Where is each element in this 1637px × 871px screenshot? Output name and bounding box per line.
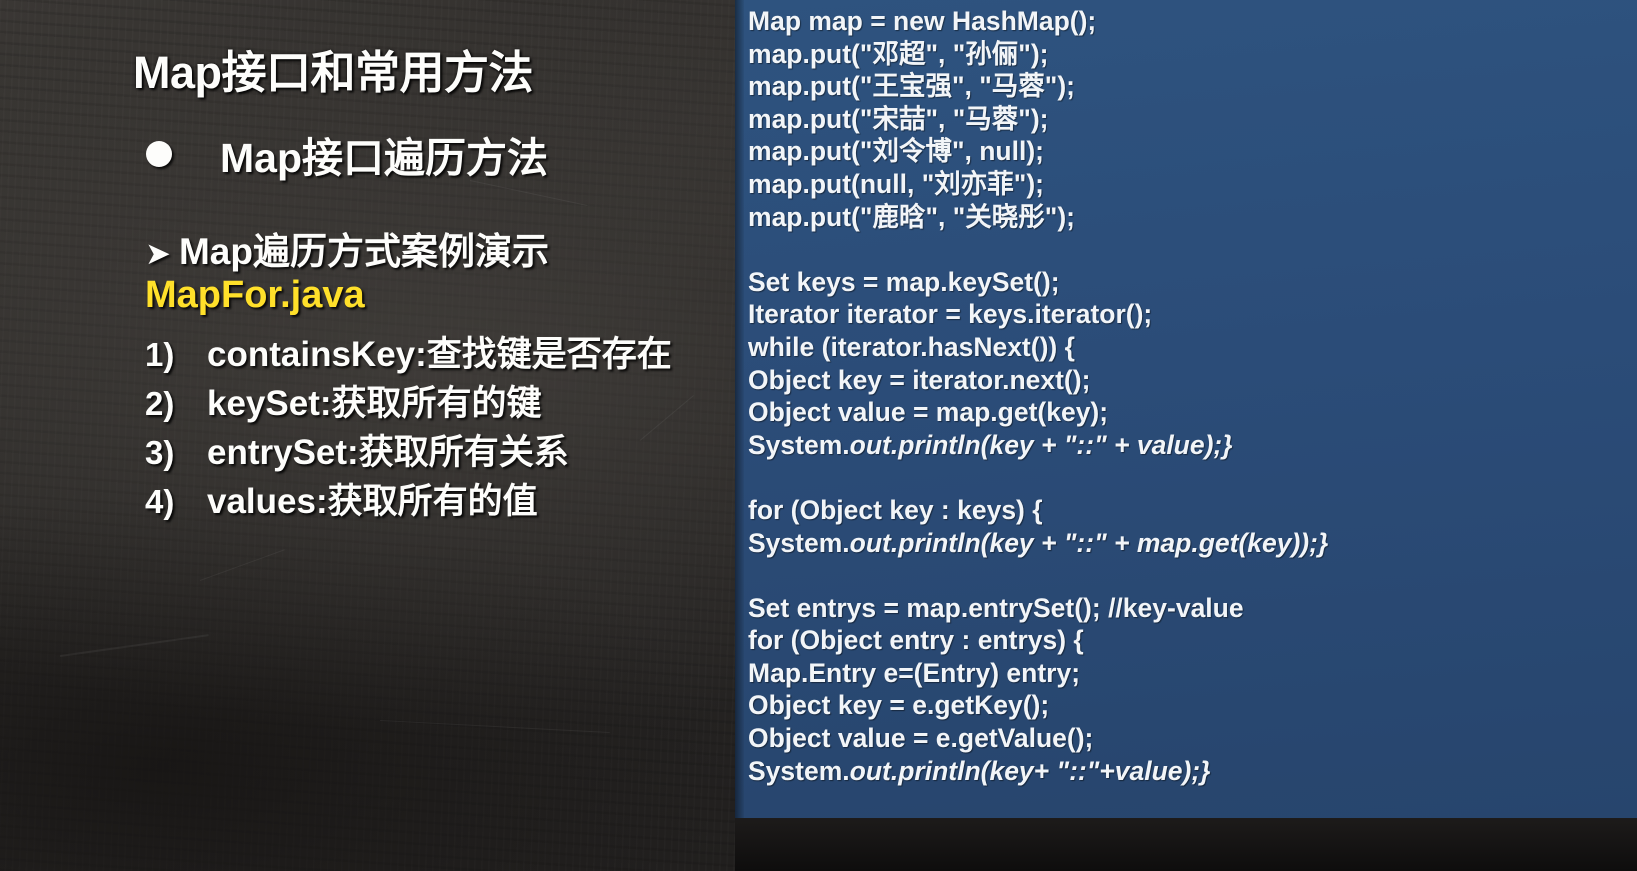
- list-item-label: entrySet:获取所有关系: [207, 433, 569, 472]
- code-line-text: System.: [748, 527, 850, 558]
- code-line: System.out.println(key + "::" + map.get(…: [748, 527, 1637, 560]
- list-item-marker: 2): [145, 385, 175, 422]
- code-line: map.put("王宝强", "马蓉");: [748, 71, 1076, 102]
- code-line: Object value = map.get(key);: [748, 397, 1109, 428]
- list-item: 4) values:获取所有的值: [145, 473, 745, 521]
- arrow-bullet-icon: ➤: [145, 236, 171, 271]
- code-block: Map map = new HashMap();map.put("邓超", "孙…: [748, 5, 1637, 787]
- code-line: map.put("刘令博", null);: [748, 136, 1044, 167]
- code-line: Map map = new HashMap();: [748, 6, 1097, 36]
- bullet-item: Map接口遍历方法: [146, 124, 548, 184]
- sub-bullet-label: Map遍历方式案例演示: [178, 231, 549, 272]
- slide-left-content: Map接口和常用方法 Map接口遍历方法 ➤ Map遍历方式案例演示 MapFo…: [0, 0, 735, 871]
- sub-bullet-item: ➤ Map遍历方式案例演示: [145, 221, 549, 275]
- list-item-marker: 3): [145, 434, 175, 471]
- bullet-item-label: Map接口遍历方法: [220, 135, 548, 181]
- code-line: [748, 461, 1637, 494]
- code-line: for (Object entry : entrys) {: [748, 625, 1084, 656]
- list-item: 2) keySet:获取所有的键: [145, 375, 745, 423]
- code-line-italic-text: out.println(key+ "::"+value);}: [849, 755, 1211, 786]
- bottom-dark-strip: [735, 818, 1637, 871]
- list-item-label: values:获取所有的值: [207, 482, 538, 521]
- list-item: 3) entrySet:获取所有关系: [145, 424, 745, 472]
- code-line: Map.Entry e=(Entry) entry;: [748, 657, 1081, 688]
- code-line: map.put("鹿晗", "关晓彤");: [748, 201, 1076, 232]
- page-title: Map接口和常用方法: [133, 47, 534, 98]
- list-item-label: keySet:获取所有的键: [207, 384, 542, 423]
- code-line: Set keys = map.keySet();: [748, 266, 1060, 297]
- code-line-italic-text: out.println(key + "::" + map.get(key));}: [849, 527, 1329, 558]
- code-panel: Map map = new HashMap();map.put("邓超", "孙…: [735, 0, 1637, 818]
- list-item-marker: 4): [145, 483, 175, 520]
- code-line-italic-text: out.println(key + "::" + value);}: [849, 429, 1233, 460]
- code-line: map.put("邓超", "孙俪");: [748, 38, 1049, 69]
- code-line: System.out.println(key + "::" + value);}: [748, 429, 1637, 462]
- code-line: [748, 559, 1637, 592]
- filled-circle-bullet-icon: [146, 141, 172, 167]
- file-name-highlight: MapFor.java: [145, 274, 365, 316]
- numbered-list: 1) containsKey:查找键是否存在 2) keySet:获取所有的键 …: [145, 326, 745, 522]
- code-line-text: System.: [748, 755, 850, 786]
- code-line: Iterator iterator = keys.iterator();: [748, 299, 1153, 330]
- list-item: 1) containsKey:查找键是否存在: [145, 326, 745, 374]
- code-line: Set entrys = map.entrySet(); //key-value: [748, 592, 1244, 623]
- code-line: while (iterator.hasNext()) {: [748, 331, 1075, 362]
- code-line: [748, 233, 1637, 266]
- code-line: Object value = e.getValue();: [748, 723, 1094, 754]
- code-line-text: System.: [748, 429, 850, 460]
- code-line: Object key = iterator.next();: [748, 364, 1091, 395]
- code-line: for (Object key : keys) {: [748, 494, 1043, 525]
- code-line: System.out.println(key+ "::"+value);}: [748, 755, 1637, 788]
- code-line: Object key = e.getKey();: [748, 690, 1050, 721]
- list-item-label: containsKey:查找键是否存在: [207, 335, 672, 374]
- code-line: map.put(null, "刘亦菲");: [748, 168, 1044, 199]
- code-line: map.put("宋喆", "马蓉");: [748, 103, 1049, 134]
- list-item-marker: 1): [145, 336, 175, 373]
